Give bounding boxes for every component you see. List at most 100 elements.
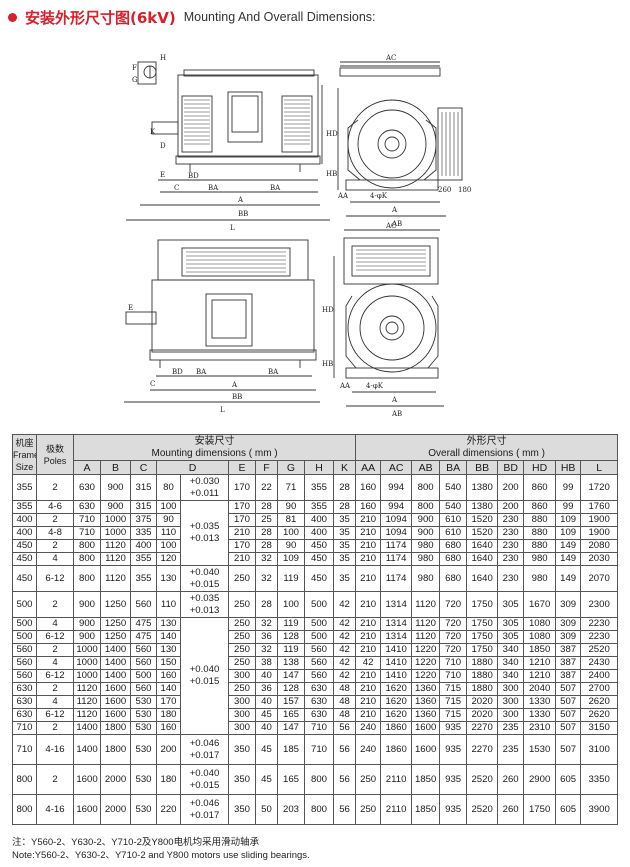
table-cell: 250 xyxy=(355,764,382,795)
table-cell: 1120 xyxy=(73,695,101,709)
table-cell: 2520 xyxy=(466,764,499,795)
table-cell: 1250 xyxy=(100,617,131,631)
column-header: BD xyxy=(497,460,525,475)
title-chinese: 安装外形尺寸图(6kV) xyxy=(25,8,176,27)
table-cell: 315 xyxy=(130,474,157,501)
table-cell: 110 xyxy=(156,526,181,540)
table-cell: 2070 xyxy=(580,565,619,592)
table-cell: 540 xyxy=(439,500,468,514)
table-cell: 935 xyxy=(439,721,468,735)
dim-label: C xyxy=(150,380,155,388)
table-cell: 610 xyxy=(439,513,468,527)
table-cell: 160 xyxy=(355,500,382,514)
table-cell: 28 xyxy=(255,500,278,514)
table-cell: 800 xyxy=(73,552,101,566)
table-cell: 355 xyxy=(12,500,37,514)
table-cell: 160 xyxy=(156,669,181,683)
table-cell: 128 xyxy=(277,630,305,644)
dim-label: L xyxy=(230,224,235,232)
table-cell: 1670 xyxy=(523,591,557,618)
table-cell: 2040 xyxy=(523,682,557,696)
tolerance-lower: +0.017 xyxy=(189,749,220,761)
table-cell: 109 xyxy=(555,513,582,527)
dim-label: 260 xyxy=(438,186,451,194)
dim-label: E xyxy=(160,171,165,179)
table-cell: 530 xyxy=(130,764,157,795)
table-cell: 1880 xyxy=(466,682,499,696)
table-cell: 90 xyxy=(156,513,181,527)
table-cell: 900 xyxy=(100,500,131,514)
dim-label: BB xyxy=(238,210,248,218)
table-cell: 128 xyxy=(277,682,305,696)
table-cell: 560 xyxy=(12,656,37,670)
table-cell: 250 xyxy=(228,630,256,644)
dim-label: AB xyxy=(391,410,402,418)
table-cell: 1120 xyxy=(411,630,441,644)
table-cell: 147 xyxy=(277,669,305,683)
dim-label: A xyxy=(391,206,398,214)
dim-label: HB xyxy=(322,360,333,368)
table-cell: 1530 xyxy=(523,734,557,765)
table-cell: 2 xyxy=(36,721,74,735)
table-cell: 560 xyxy=(304,656,334,670)
table-cell: 715 xyxy=(439,708,468,722)
dim-label: 4-φK xyxy=(366,382,384,390)
table-cell: 4 xyxy=(36,656,74,670)
table-cell: 355 xyxy=(304,500,334,514)
table-cell: 560 xyxy=(130,591,157,618)
table-cell: 507 xyxy=(555,721,582,735)
table-cell: 800 xyxy=(411,500,441,514)
dim-label: AC xyxy=(385,54,396,62)
table-cell: 300 xyxy=(497,682,525,696)
table-cell: 3900 xyxy=(580,794,619,825)
table-cell: 130 xyxy=(156,617,181,631)
table-cell: 1380 xyxy=(466,500,499,514)
table-cell: 1860 xyxy=(380,734,413,765)
table-cell: 42 xyxy=(332,643,357,657)
column-header: H xyxy=(304,460,334,475)
table-cell: 315 xyxy=(130,500,157,514)
table-cell: 630 xyxy=(73,474,101,501)
table-cell: 710 xyxy=(439,669,468,683)
table-cell: 935 xyxy=(439,794,468,825)
table-cell: 1250 xyxy=(100,591,131,618)
table-cell: 710 xyxy=(304,734,334,765)
table-cell: 38 xyxy=(255,656,278,670)
table-cell: 900 xyxy=(73,617,101,631)
table-cell: 530 xyxy=(130,695,157,709)
table-cell: 230 xyxy=(497,513,525,527)
table-cell: 900 xyxy=(411,526,441,540)
table-cell: 335 xyxy=(130,526,157,540)
table-cell: 300 xyxy=(228,708,256,722)
table-cell: 860 xyxy=(523,474,557,501)
table-cell: 1314 xyxy=(380,617,413,631)
table-cell: 880 xyxy=(523,513,557,527)
tolerance-lower: +0.015 xyxy=(189,676,220,687)
table-cell: 240 xyxy=(355,721,382,735)
dim-label: G xyxy=(132,76,138,84)
table-cell: 119 xyxy=(277,565,305,592)
table-cell: 1220 xyxy=(411,643,441,657)
table-cell: 210 xyxy=(228,526,256,540)
table-cell: 560 xyxy=(304,669,334,683)
table-cell: 1750 xyxy=(466,591,499,618)
table-cell: 165 xyxy=(277,764,305,795)
table-cell: 250 xyxy=(228,617,256,631)
table-cell: 1120 xyxy=(100,565,131,592)
table-cell: 260 xyxy=(497,764,525,795)
table-cell: 1850 xyxy=(411,764,441,795)
header-poles: 极数 Poles xyxy=(36,434,74,475)
table-cell: 309 xyxy=(555,630,582,644)
table-cell: 149 xyxy=(555,539,582,553)
column-header: B xyxy=(100,460,131,475)
table-cell: 2520 xyxy=(580,643,619,657)
table-cell: 35 xyxy=(332,552,357,566)
table-cell: 980 xyxy=(411,539,441,553)
tolerance-upper: +0.035 xyxy=(189,521,220,532)
table-cell: 935 xyxy=(439,734,468,765)
